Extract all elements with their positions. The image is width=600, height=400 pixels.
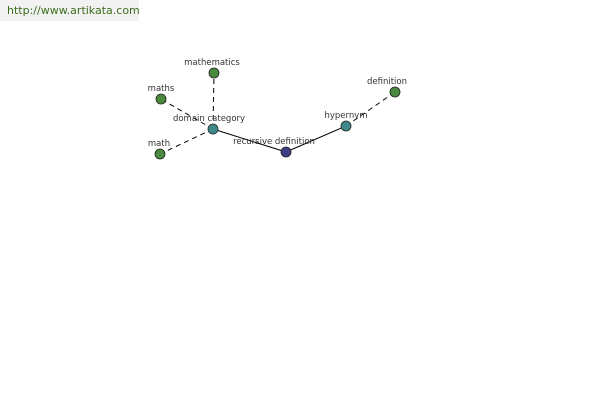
edge-domain-category-to-math [159, 128, 214, 155]
node-label-mathematics[interactable]: mathematics [184, 58, 240, 68]
site-url-banner[interactable]: http://www.artikata.com [0, 0, 140, 21]
edges-layer [159, 72, 396, 155]
labels-layer: recursive definition domain category hyper… [148, 58, 407, 149]
edge-domain-category-to-maths [160, 98, 214, 130]
edge-hypernym-to-definition [345, 91, 396, 127]
edge-recursive-definition-to-domain-category [212, 128, 287, 153]
edge-domain-category-to-mathematics [212, 72, 215, 130]
node-recursive-definition[interactable] [280, 146, 292, 158]
node-domain-category[interactable] [207, 123, 219, 135]
node-math[interactable] [154, 148, 166, 160]
edge-recursive-definition-to-hypernym [285, 125, 347, 153]
node-hypernym[interactable] [340, 120, 352, 132]
node-definition[interactable] [389, 86, 401, 98]
node-mathematics[interactable] [208, 67, 220, 79]
node-label-recursive-definition[interactable]: recursive definition [233, 137, 315, 147]
node-label-math[interactable]: math [148, 139, 170, 149]
node-label-definition[interactable]: definition [367, 77, 407, 87]
node-label-hypernym[interactable]: hypernym [324, 111, 367, 121]
node-label-domain-category[interactable]: domain category [173, 114, 245, 124]
node-maths[interactable] [155, 93, 167, 105]
node-label-maths[interactable]: maths [148, 84, 175, 94]
nodes-layer [154, 67, 401, 160]
